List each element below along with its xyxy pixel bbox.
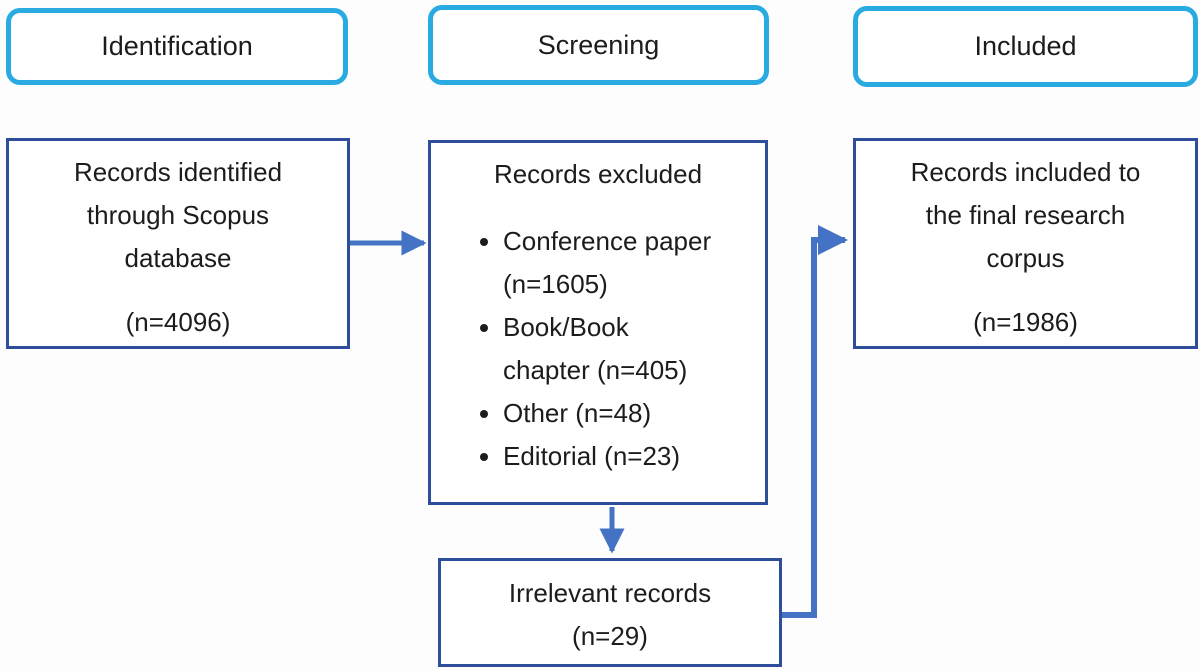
box-records-identified: Records identified through Scopus databa…: [6, 138, 350, 349]
stage-identification-label: Identification: [101, 31, 253, 61]
box-records-excluded: Records excluded Conference paper (n=160…: [428, 140, 768, 505]
stage-included: Included: [853, 6, 1198, 87]
stage-included-label: Included: [974, 31, 1077, 61]
box-records-included: Records included to the final research c…: [853, 138, 1198, 349]
stage-screening: Screening: [428, 5, 769, 85]
excluded-item: Conference paper (n=1605): [503, 220, 716, 306]
records-excluded-title: Records excluded: [493, 159, 703, 189]
excluded-item: Editorial (n=23): [503, 435, 716, 478]
box-irrelevant-records: Irrelevant records (n=29): [438, 558, 782, 667]
excluded-item: Book/Book chapter (n=405): [503, 306, 716, 392]
excluded-item: Other (n=48): [503, 392, 716, 435]
records-included-label: Records included to the final research c…: [910, 157, 1141, 273]
records-identified-count: (n=4096): [125, 307, 231, 337]
irrelevant-records-label: Irrelevant records: [508, 578, 712, 608]
arrow-irrelevant-to-included: [782, 225, 848, 618]
stage-identification: Identification: [6, 8, 348, 85]
stage-screening-label: Screening: [537, 29, 660, 60]
records-excluded-list: Conference paper (n=1605) Book/Book chap…: [431, 220, 765, 478]
records-identified-label: Records identified through Scopus databa…: [73, 157, 283, 273]
irrelevant-records-count: (n=29): [572, 621, 648, 651]
records-included-count: (n=1986): [973, 307, 1078, 337]
